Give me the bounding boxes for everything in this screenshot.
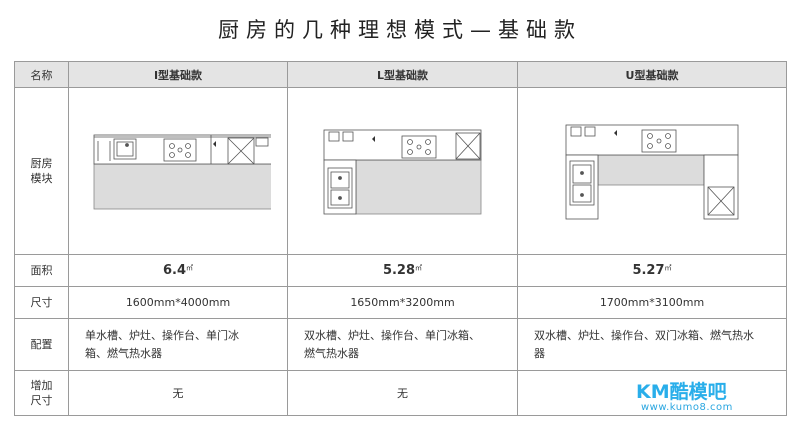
watermark-logo: KM酷模吧 www.kumo8.com [636, 377, 746, 417]
i-type-area: 6.4㎡ [68, 254, 288, 287]
u-type-config: 双水槽、炉灶、操作台、双门冰箱、燃气热水器 [517, 318, 787, 371]
watermark-brand: KM酷模吧 [636, 381, 727, 403]
area-label: 面积 [14, 254, 69, 287]
config-row: 配置 单水槽、炉灶、操作台、单门冰箱、燃气热水器 双水槽、炉灶、操作台、单门冰箱… [14, 318, 787, 371]
u-type-size: 1700mm*3100mm [517, 286, 787, 319]
l-type-size: 1650mm*3200mm [287, 286, 518, 319]
i-type-size: 1600mm*4000mm [68, 286, 288, 319]
header-name: 名称 [14, 61, 69, 88]
l-type-extra: 无 [287, 370, 518, 416]
size-row: 尺寸 1600mm*4000mm 1650mm*3200mm 1700mm*31… [14, 286, 787, 319]
i-type-plan-cell [68, 87, 288, 255]
l-type-floor-plan [323, 129, 482, 215]
page-title: 厨房的几种理想模式—基础款 [218, 18, 582, 42]
header-i-type: I型基础款 [68, 61, 288, 88]
l-type-plan-cell [287, 87, 518, 255]
header-l-type: L型基础款 [287, 61, 518, 88]
i-type-extra: 无 [68, 370, 288, 416]
u-type-floor-plan [565, 124, 739, 220]
u-type-plan-cell [517, 87, 787, 255]
l-type-area: 5.28㎡ [287, 254, 518, 287]
watermark-url: www.kumo8.com [641, 402, 733, 413]
area-row: 面积 6.4㎡ 5.28㎡ 5.27㎡ [14, 254, 787, 287]
extra-size-label: 增加 尺寸 [14, 370, 69, 416]
i-type-config: 单水槽、炉灶、操作台、单门冰箱、燃气热水器 [68, 318, 288, 371]
u-type-extra [517, 370, 787, 416]
module-row: 厨房 模块 [14, 87, 787, 255]
config-label: 配置 [14, 318, 69, 371]
extra-size-row: 增加 尺寸 无 无 [14, 370, 787, 416]
u-type-area: 5.27㎡ [517, 254, 787, 287]
i-type-floor-plan [93, 134, 271, 210]
module-label: 厨房 模块 [14, 87, 69, 255]
l-type-config: 双水槽、炉灶、操作台、单门冰箱、燃气热水器 [287, 318, 518, 371]
kitchen-comparison-table: 名称 I型基础款 L型基础款 U型基础款 厨房 模块 [14, 61, 787, 416]
header-row: 名称 I型基础款 L型基础款 U型基础款 [14, 61, 787, 88]
size-label: 尺寸 [14, 286, 69, 319]
header-u-type: U型基础款 [517, 61, 787, 88]
